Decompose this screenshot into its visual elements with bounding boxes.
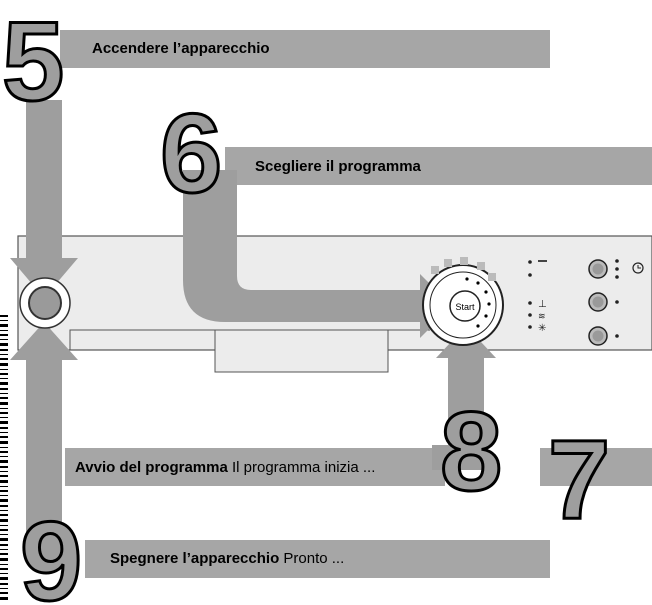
dry-indicator <box>528 313 532 317</box>
barcode <box>0 315 8 600</box>
step8-banner <box>65 448 445 486</box>
step8-number: 8 <box>440 389 502 514</box>
step6-banner <box>225 147 652 185</box>
program-marker <box>488 273 496 281</box>
program-marker <box>477 262 485 270</box>
svg-text:⊥: ⊥ <box>538 299 547 310</box>
step9-caption: Spegnere l’apparecchio Pronto ... <box>110 550 344 567</box>
step5-title: Accendere l’apparecchio <box>92 40 270 57</box>
step5-arrow <box>10 100 78 298</box>
tap-indicator <box>528 301 532 305</box>
step7-number: 7 <box>548 417 610 542</box>
step8-caption: Avvio del programma Il programma inizia … <box>75 459 375 476</box>
step6-title: Scegliere il programma <box>255 158 421 175</box>
step9-arrow <box>10 322 78 560</box>
svg-text:✳: ✳ <box>538 323 546 334</box>
program-marker <box>460 257 468 265</box>
step6-number: 6 <box>160 91 222 216</box>
start-button <box>449 290 481 322</box>
main-switch-button <box>28 286 62 320</box>
panel-handle-recess <box>214 329 389 373</box>
start-label: Start <box>455 302 475 312</box>
step6-caption: Scegliere il programma <box>255 158 421 175</box>
eco-indicator <box>528 325 532 329</box>
rinse-indicator <box>528 260 532 264</box>
step9-banner <box>85 540 550 578</box>
step5-banner <box>60 30 550 68</box>
step9-text: Pronto ... <box>279 550 345 567</box>
clock-icon <box>632 262 644 274</box>
step5-caption: Accendere l’apparecchio <box>92 40 270 57</box>
step8-title: Avvio del programma <box>75 459 228 476</box>
salt-indicator <box>528 273 532 277</box>
step5-number: 5 <box>2 0 64 124</box>
program-marker <box>444 259 452 267</box>
step6-arrow <box>183 170 452 338</box>
step8-text: Il programma inizia ... <box>227 459 376 476</box>
program-marker <box>431 266 439 274</box>
step9-title: Spegnere l’apparecchio <box>110 550 280 567</box>
step8-arrow <box>432 326 496 470</box>
step7-banner <box>540 448 652 486</box>
step9-number: 9 <box>20 499 82 605</box>
svg-text:≋: ≋ <box>538 312 546 322</box>
